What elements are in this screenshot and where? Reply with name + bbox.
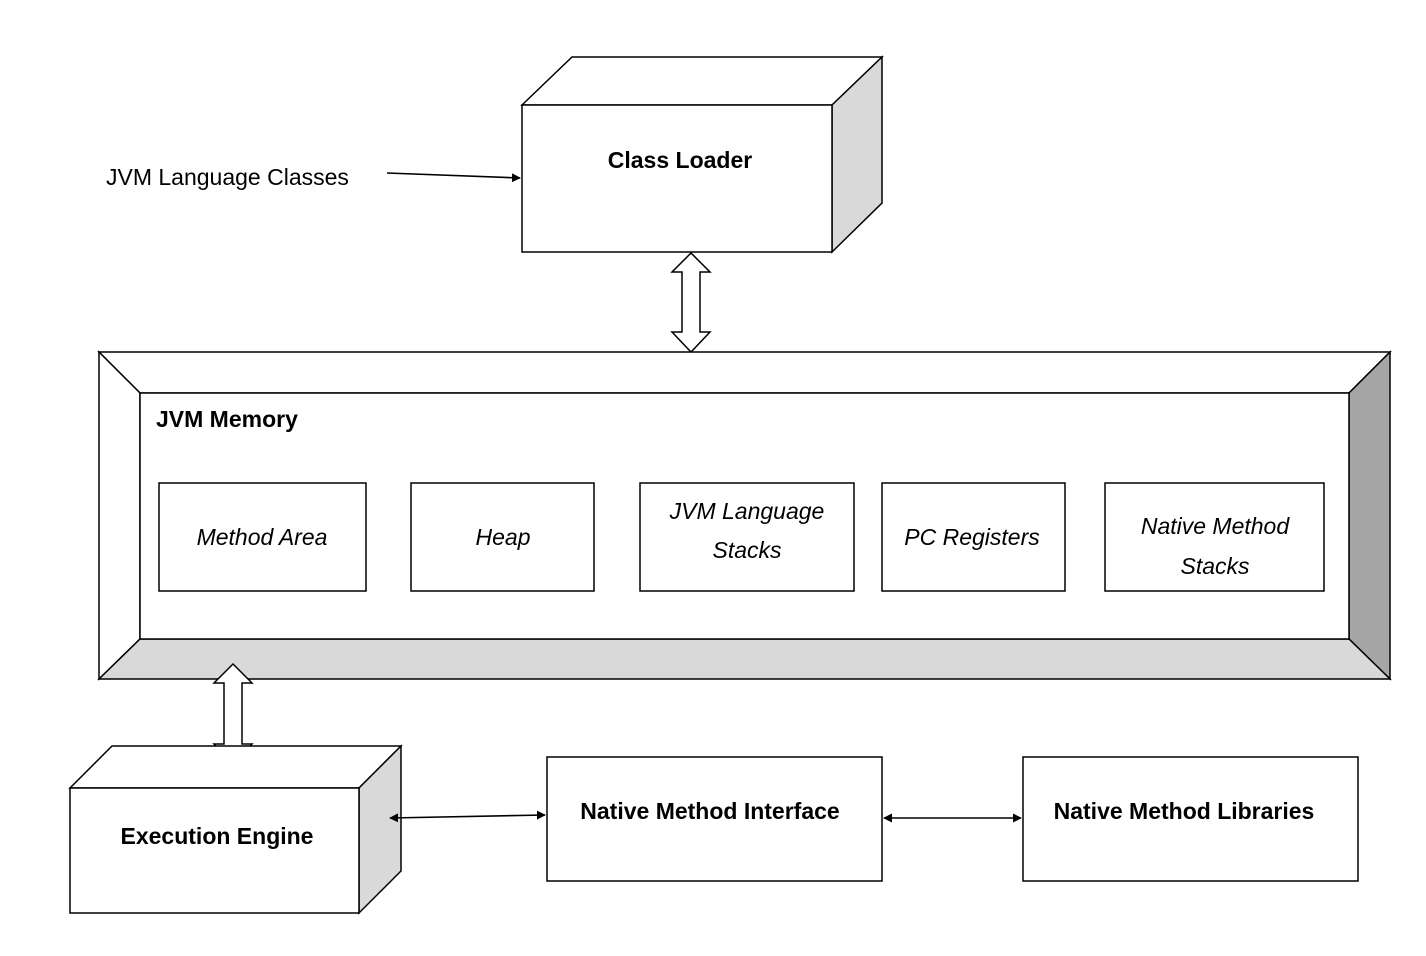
execution-engine-box: Execution Engine (68, 744, 403, 915)
class-loader-front-face (521, 104, 833, 253)
memory-area-heap: Heap (410, 482, 595, 592)
jvm-memory-bevel-left (98, 350, 141, 681)
jvm-language-classes-label: JVM Language Classes (106, 164, 349, 190)
memory-area-label-line-2: Stacks (712, 537, 782, 563)
memory-area-label-line-1: JVM Language (669, 498, 825, 524)
jvm-memory-bevel-bottom (97, 638, 1392, 680)
jvm-memory-bevel-top (97, 351, 1392, 394)
native-method-libraries-label: Native Method Libraries (1054, 798, 1315, 824)
memory-area-method-area: Method Area (158, 482, 367, 592)
jvm-memory-frame: JVM Memory Method Area Heap JVM Language… (97, 350, 1392, 681)
memory-area-label: Method Area (197, 524, 328, 550)
native-method-interface-label: Native Method Interface (580, 798, 839, 824)
memory-area-label: PC Registers (904, 524, 1040, 550)
class-loader-top-face (520, 56, 884, 106)
native-method-libraries-rect (1022, 756, 1359, 882)
memory-area-box (881, 482, 1066, 592)
memory-area-label-line-2: Stacks (1180, 553, 1250, 579)
execution-engine-front-face (69, 787, 360, 914)
class-loader-box: Class Loader (520, 55, 884, 254)
native-method-interface-box: Native Method Interface (546, 756, 883, 882)
memory-area-box (1104, 482, 1325, 592)
native-method-libraries-box: Native Method Libraries (1022, 756, 1359, 882)
memory-area-box (158, 482, 367, 592)
memory-area-box (410, 482, 595, 592)
memory-area-box (639, 482, 855, 592)
class-loader-label: Class Loader (608, 147, 752, 173)
memory-area-native-method-stacks: Native Method Stacks (1104, 482, 1325, 592)
engine-interface-arrow (389, 810, 546, 823)
input-arrow (386, 172, 521, 183)
jvm-memory-bevel-right (1348, 350, 1391, 681)
class-loader-memory-double-arrow (670, 251, 712, 354)
execution-engine-label: Execution Engine (121, 823, 314, 849)
memory-area-jvm-language-stacks: JVM Language Stacks (639, 482, 855, 592)
memory-area-label-line-1: Native Method (1141, 513, 1291, 539)
memory-area-pc-registers: PC Registers (881, 482, 1066, 592)
execution-engine-top-face (68, 745, 403, 789)
memory-area-label: Heap (476, 524, 531, 550)
native-method-interface-rect (546, 756, 883, 882)
jvm-memory-title: JVM Memory (156, 406, 298, 432)
